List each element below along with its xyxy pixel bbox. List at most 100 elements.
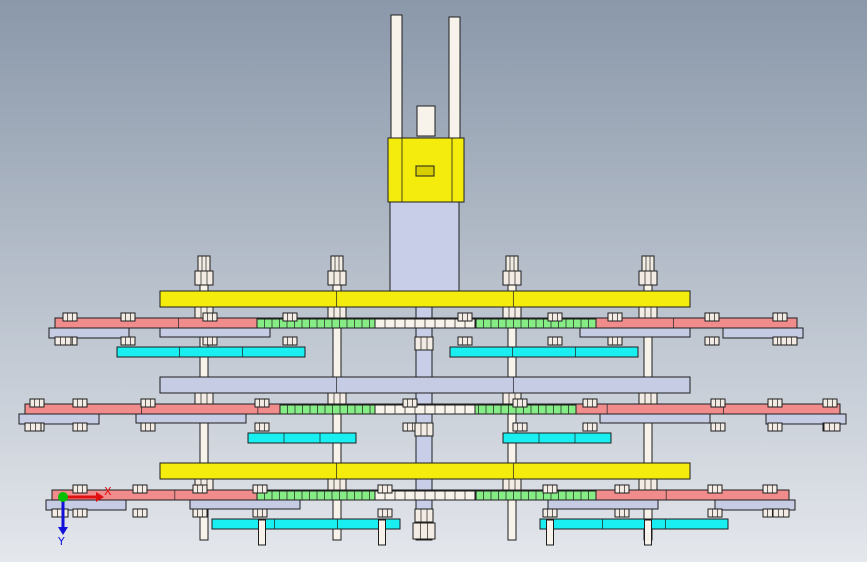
arm-nut	[762, 484, 778, 494]
arm-nut	[704, 312, 720, 322]
end-nut	[54, 336, 72, 346]
end-nut	[24, 422, 42, 432]
plate-nut	[638, 392, 658, 406]
slider-left	[116, 346, 306, 358]
end-nut	[772, 508, 790, 518]
arm-nut	[72, 508, 88, 518]
arm-nut	[254, 422, 270, 432]
arm-nut	[140, 422, 156, 432]
arm-nut	[62, 312, 78, 322]
arm-nut	[252, 484, 268, 494]
arm-nut	[607, 312, 623, 322]
arm-nut	[767, 398, 783, 408]
arm-nut	[402, 398, 418, 408]
arm-nut	[192, 508, 208, 518]
motor-shaft-housing	[416, 105, 436, 137]
bolt-head	[330, 255, 344, 272]
arm-nut	[767, 422, 783, 432]
arm-nut	[614, 484, 630, 494]
arm-nut	[252, 508, 268, 518]
end-nut	[51, 508, 69, 518]
tier-plate	[159, 462, 691, 480]
arm-nut	[72, 422, 88, 432]
plate-nut	[194, 392, 214, 406]
arm-nut	[582, 422, 598, 432]
arm-nut	[120, 312, 136, 322]
top-hex-nut	[327, 270, 347, 286]
arm-nut	[192, 484, 208, 494]
arm-nut	[614, 508, 630, 518]
arm-nut	[282, 312, 298, 322]
arm-nut	[512, 398, 528, 408]
plate-nut	[327, 392, 347, 406]
top-hex-nut	[502, 270, 522, 286]
plate-nut	[638, 306, 658, 320]
slider-right	[502, 432, 612, 444]
arm-nut	[822, 398, 838, 408]
arm-nut	[710, 398, 726, 408]
inner-bracket-left	[189, 499, 301, 510]
end-nut	[823, 422, 841, 432]
arm-nut	[72, 398, 88, 408]
plate-nut	[327, 306, 347, 320]
arm-nut	[707, 508, 723, 518]
top-hex-nut	[194, 270, 214, 286]
arm-nut	[377, 484, 393, 494]
arm-nut	[582, 398, 598, 408]
inner-bracket-right	[599, 413, 711, 424]
bolt-tail	[644, 519, 652, 546]
inner-bracket-left	[159, 327, 271, 338]
arm-nut	[457, 336, 473, 346]
bottom-screw-nut	[412, 522, 436, 540]
arm-nut	[542, 484, 558, 494]
arm-nut	[607, 336, 623, 346]
outer-bracket-right	[714, 499, 796, 511]
bolt-head	[505, 255, 519, 272]
arm-nut	[132, 508, 148, 518]
inner-bracket-left	[135, 413, 247, 424]
plate-nut	[502, 478, 522, 492]
bolt-tail	[258, 519, 266, 546]
arm-nut	[377, 508, 393, 518]
bolt-head	[641, 255, 655, 272]
slider-right	[449, 346, 639, 358]
slider-left	[247, 432, 357, 444]
arm-nut	[29, 398, 45, 408]
motor-connector	[415, 165, 435, 177]
arm-nut	[457, 312, 473, 322]
center-column	[389, 199, 460, 293]
arm-nut	[282, 336, 298, 346]
plate-nut	[502, 306, 522, 320]
bolt-tail	[378, 519, 386, 546]
tier-plate	[159, 376, 691, 394]
arm-nut	[547, 312, 563, 322]
guide-rod-left	[390, 14, 403, 141]
arm-nut	[704, 336, 720, 346]
bolt-head	[197, 255, 211, 272]
arm-nut	[140, 398, 156, 408]
arm-nut	[202, 312, 218, 322]
top-hex-nut	[638, 270, 658, 286]
tier-plate	[159, 290, 691, 308]
screw-nut	[414, 422, 434, 437]
arm-nut	[202, 336, 218, 346]
screw-nut	[414, 336, 434, 351]
outer-bracket-right	[765, 413, 847, 425]
arm-nut	[542, 508, 558, 518]
plate-nut	[327, 478, 347, 492]
inner-bracket-right	[547, 499, 659, 510]
arm-nut	[72, 484, 88, 494]
arm-nut	[254, 398, 270, 408]
end-nut	[780, 336, 798, 346]
slider-left	[211, 518, 401, 530]
outer-bracket-right	[722, 327, 804, 339]
outer-bracket-left	[18, 413, 100, 425]
plate-nut	[638, 478, 658, 492]
arm-nut	[512, 422, 528, 432]
arm-nut	[772, 312, 788, 322]
lead-screw	[415, 299, 433, 541]
outer-bracket-left	[48, 327, 130, 339]
arm-nut	[120, 336, 136, 346]
